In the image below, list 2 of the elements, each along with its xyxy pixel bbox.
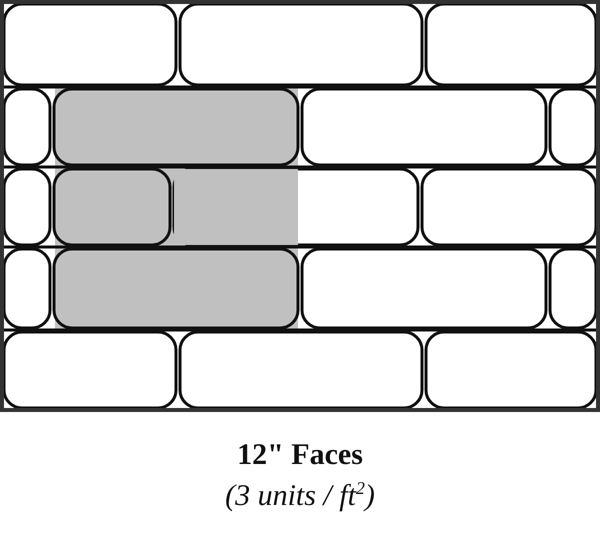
diagram-title: 12" Faces	[237, 438, 363, 471]
diagram-caption: (3 units / ft$^{2}$)	[225, 479, 375, 512]
